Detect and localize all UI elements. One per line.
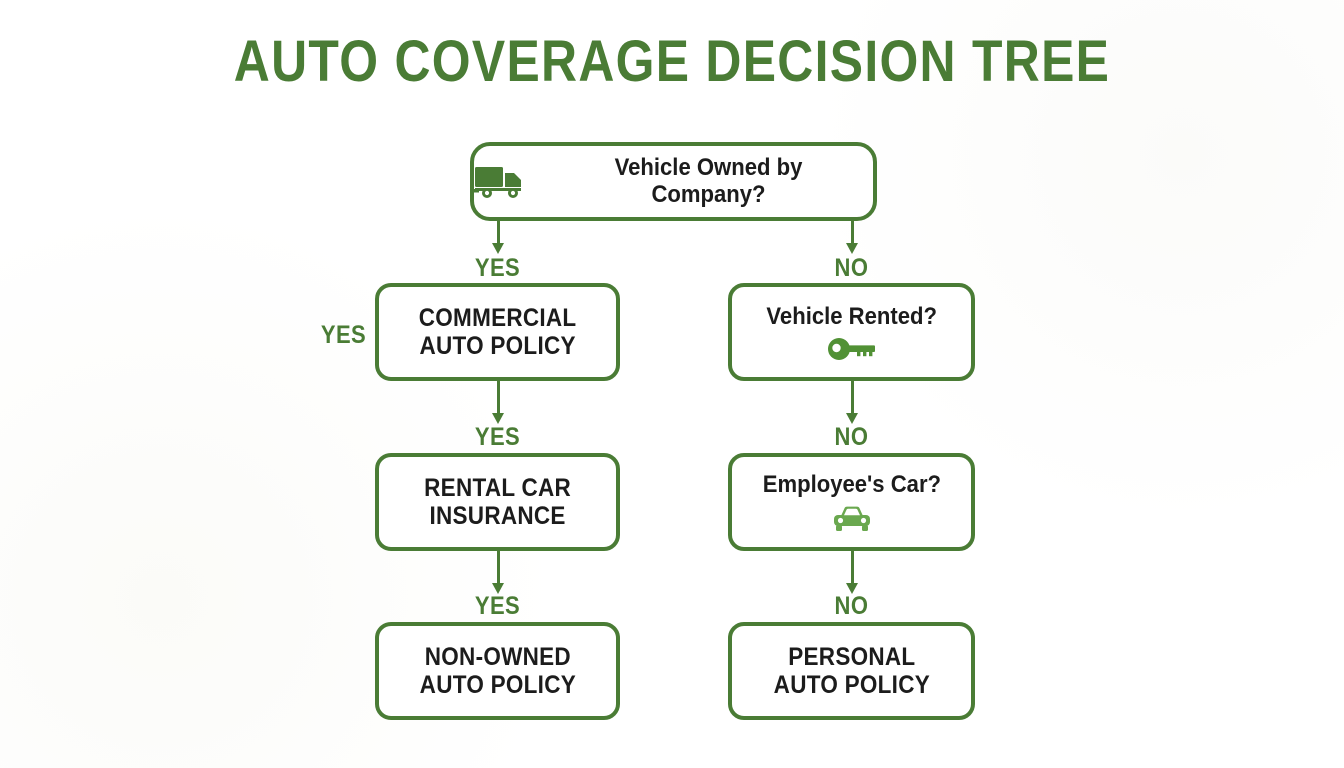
truck-icon: [474, 164, 528, 200]
edge-label-rented-no: NO: [834, 423, 869, 451]
node-non-owned-auto-policy[interactable]: NON-OWNED AUTO POLICY: [375, 622, 620, 720]
node-rental-car-insurance[interactable]: RENTAL CAR INSURANCE: [375, 453, 620, 551]
key-icon: [827, 338, 877, 361]
edge-label-rental-yes: YES: [474, 592, 521, 620]
node-employees-car[interactable]: Employee's Car?: [728, 453, 975, 551]
edge-label-root-no: NO: [834, 254, 869, 282]
node-label: Vehicle Rented?: [766, 302, 937, 330]
edge-label-root-yes: YES: [474, 254, 521, 282]
node-label: PERSONAL AUTO POLICY: [773, 643, 930, 699]
node-commercial-auto-policy[interactable]: COMMERCIAL AUTO POLICY: [375, 283, 620, 381]
node-vehicle-rented[interactable]: Vehicle Rented?: [728, 283, 975, 381]
node-label: NON-OWNED AUTO POLICY: [419, 643, 576, 699]
edge-label-commercial-side-yes: YES: [320, 321, 367, 349]
page-title: AUTO COVERAGE DECISION TREE: [233, 29, 1111, 94]
edge-label-commercial-yes: YES: [474, 423, 521, 451]
node-label: Vehicle Owned by Company?: [614, 153, 803, 208]
node-label: Employee's Car?: [762, 470, 941, 498]
node-personal-auto-policy[interactable]: PERSONAL AUTO POLICY: [728, 622, 975, 720]
node-vehicle-owned-by-company[interactable]: Vehicle Owned by Company?: [470, 142, 877, 221]
car-icon: [831, 506, 873, 532]
node-label: RENTAL CAR INSURANCE: [424, 474, 571, 530]
node-label: COMMERCIAL AUTO POLICY: [418, 304, 577, 360]
edge-label-employees-no: NO: [834, 592, 869, 620]
